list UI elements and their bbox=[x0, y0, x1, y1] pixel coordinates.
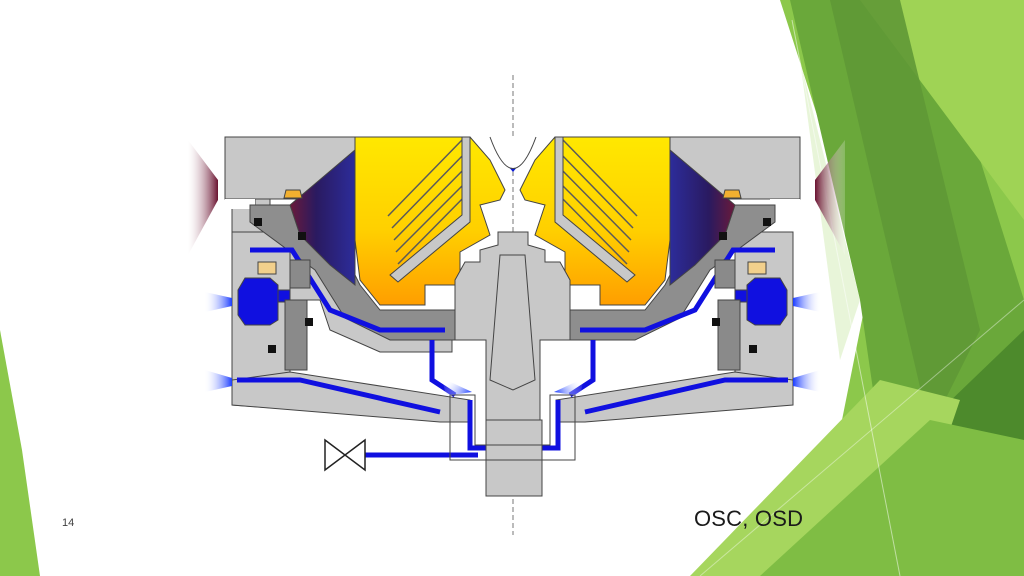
control-valve-left bbox=[237, 261, 291, 326]
slide-number: 14 bbox=[62, 517, 75, 529]
bottom-housing bbox=[449, 394, 576, 461]
slide-caption: OSC, OSD bbox=[694, 506, 804, 531]
operating-water-channels bbox=[237, 247, 788, 458]
separator-cross-section bbox=[224, 136, 801, 497]
seal-markers bbox=[254, 218, 771, 353]
seal-top-left bbox=[283, 189, 303, 199]
spindle bbox=[489, 254, 536, 391]
control-valve-right bbox=[734, 261, 788, 326]
disc-holder-left bbox=[389, 136, 471, 283]
valve-icon bbox=[324, 438, 366, 472]
disc-stack-right bbox=[554, 139, 638, 265]
solids-discharge-right bbox=[815, 140, 845, 255]
water-jet-left-upper bbox=[205, 292, 232, 312]
water-jet-left-lower bbox=[205, 370, 232, 392]
drive-shaft bbox=[485, 419, 543, 497]
spray-right bbox=[554, 378, 584, 396]
spray-left bbox=[442, 378, 472, 396]
disc-stack-left bbox=[387, 139, 471, 265]
disc-holder-right bbox=[554, 136, 636, 283]
solids-discharge-left bbox=[188, 140, 218, 255]
seal-top-right bbox=[722, 189, 742, 199]
water-jet-right-upper bbox=[793, 292, 820, 312]
water-jet-right-lower bbox=[793, 370, 820, 392]
